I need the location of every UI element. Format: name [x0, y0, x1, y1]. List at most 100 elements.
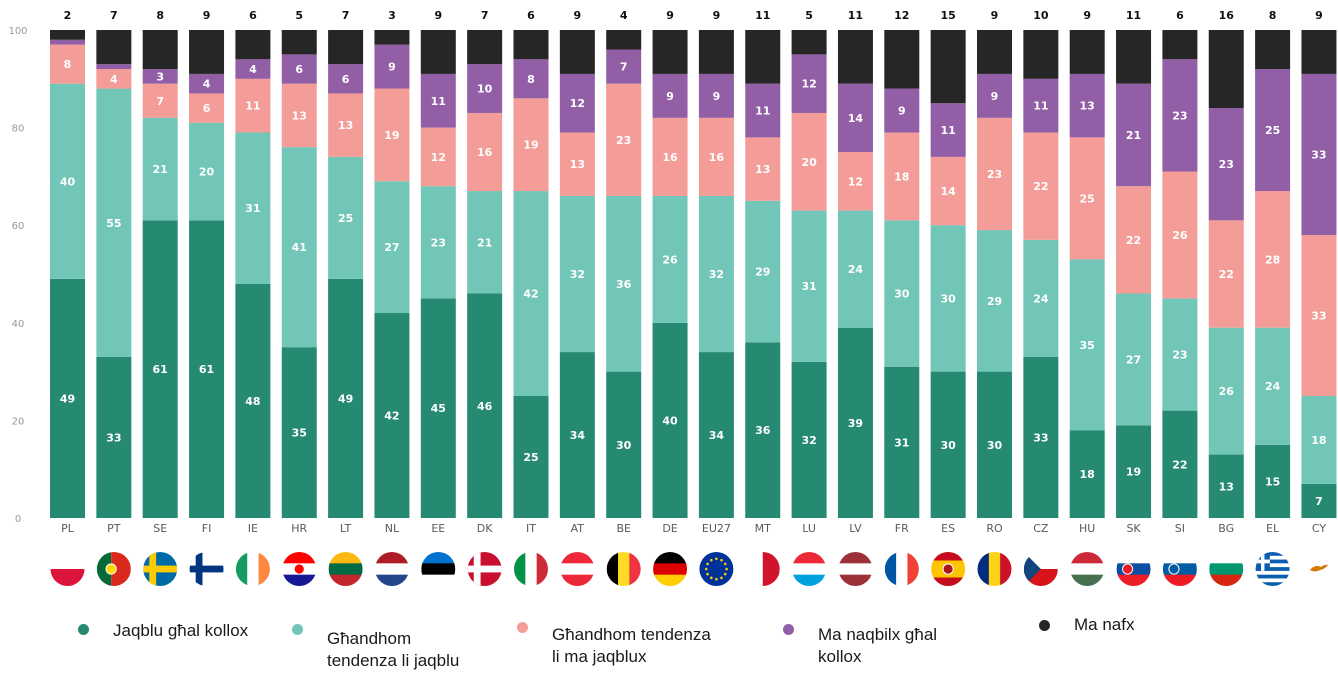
- flag-star: [710, 558, 713, 562]
- flag-bg-icon: [1209, 552, 1244, 586]
- bar-segment: [142, 83, 178, 118]
- data-label: 26: [662, 253, 678, 266]
- data-label: 33: [1311, 148, 1326, 161]
- flag-part: [907, 552, 919, 586]
- bar-segment: [420, 73, 456, 128]
- bar-segment: [1301, 30, 1337, 74]
- bar-segment: [652, 117, 688, 196]
- flag-part: [653, 574, 688, 586]
- bar-segment: [652, 195, 688, 323]
- x-tick-label: CZ: [1033, 522, 1049, 535]
- bar-segment: [884, 220, 920, 367]
- bar-segment: [1069, 259, 1105, 431]
- bar-segment: [1208, 108, 1244, 221]
- data-label: 34: [570, 429, 586, 442]
- x-tick-label: PL: [61, 522, 75, 535]
- flag-part: [653, 563, 688, 576]
- flag-part: [149, 552, 157, 586]
- data-label: 22: [1033, 180, 1048, 193]
- bar-segment: [96, 69, 132, 89]
- flag-part: [111, 552, 131, 586]
- bar-segment: [1162, 59, 1198, 172]
- data-label: 8: [527, 73, 535, 86]
- flag-part: [1116, 552, 1151, 564]
- flag-part: [1255, 578, 1290, 583]
- flag-part: [1255, 552, 1290, 557]
- bar-segment: [96, 64, 132, 70]
- bar-segment: [142, 30, 178, 70]
- flag-part: [931, 577, 966, 586]
- flag-pt-icon: [96, 552, 131, 586]
- bar-segment: [837, 327, 873, 518]
- bar-segment: [235, 283, 271, 518]
- legend-swatch-disagree-totally: [783, 624, 794, 635]
- data-label: 46: [477, 400, 493, 413]
- bar-segment: [513, 191, 549, 396]
- bar-segment: [467, 293, 503, 518]
- bar-segment: [374, 30, 410, 45]
- flag-es-icon: [931, 552, 966, 586]
- bar-segment: [559, 132, 595, 196]
- flag-part: [560, 552, 595, 564]
- legend-item-agree-totally: Jaqblu għal kollox: [78, 620, 263, 642]
- data-label: 29: [755, 266, 770, 279]
- flag-ro-icon: [977, 552, 1012, 586]
- bar-segment: [930, 371, 966, 518]
- data-label: 13: [1080, 100, 1095, 113]
- data-label: 9: [1315, 9, 1323, 22]
- legend-item-disagree-totally: Ma naqbilx għal kollox: [783, 624, 983, 668]
- data-label: 61: [153, 363, 168, 376]
- data-label: 12: [894, 9, 909, 22]
- x-tick-label: SK: [1126, 522, 1141, 535]
- flag-sk-icon: [1116, 552, 1151, 586]
- data-label: 4: [110, 73, 118, 86]
- data-label: 7: [1315, 495, 1323, 508]
- data-label: 23: [431, 236, 446, 249]
- bar-segment: [652, 322, 688, 518]
- data-label: 23: [1219, 158, 1234, 171]
- bar-segment: [1255, 444, 1291, 518]
- flag-part: [1309, 564, 1328, 572]
- bar-segment: [50, 83, 85, 279]
- bar-segment: [281, 347, 317, 518]
- flag-star: [720, 576, 723, 580]
- bar-segment: [189, 30, 225, 74]
- x-tick-label: CY: [1312, 522, 1326, 535]
- flag-part: [988, 552, 1001, 586]
- x-tick-label: LV: [849, 522, 862, 535]
- data-label: 25: [523, 451, 538, 464]
- flag-part: [247, 552, 260, 586]
- bar-segment: [1208, 327, 1244, 455]
- bar-segment: [1023, 132, 1059, 240]
- flag-part: [1162, 563, 1197, 576]
- bar-segment: [837, 83, 873, 152]
- x-tick-label: BE: [616, 522, 631, 535]
- bar-segment: [1208, 30, 1244, 109]
- flag-star: [723, 562, 727, 566]
- bar-segment: [698, 30, 734, 74]
- bar-segment: [420, 186, 456, 299]
- x-tick-label: ES: [941, 522, 955, 535]
- legend-swatch-tend-agree: [292, 624, 303, 635]
- bar-segment: [1208, 454, 1244, 518]
- data-label: 11: [755, 9, 770, 22]
- legend-label-tend-agree: Għandhom tendenza li jaqblu: [327, 629, 460, 670]
- bar-segment: [1023, 356, 1059, 518]
- bar-segment: [467, 191, 503, 294]
- bar-segment: [1208, 220, 1244, 328]
- flag-part: [1255, 570, 1290, 575]
- data-label: 23: [616, 134, 631, 147]
- bar-segment: [1162, 171, 1198, 299]
- flag-part: [282, 552, 317, 564]
- data-label: 13: [292, 109, 307, 122]
- flag-part: [467, 565, 502, 573]
- data-label: 31: [894, 436, 909, 449]
- data-label: 14: [940, 185, 956, 198]
